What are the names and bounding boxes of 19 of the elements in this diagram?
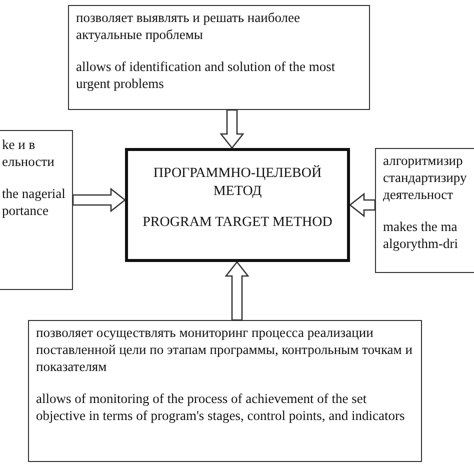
box-text: ke и в ельности — [2, 137, 56, 171]
box-text: PROGRAM TARGET METHOD — [142, 214, 334, 232]
box-text: ПРОГРАММНО-ЦЕЛЕВОЙ МЕТОД — [152, 165, 323, 200]
hollow-arrow — [72, 188, 126, 212]
box-text: позволяет выявлять и решать наиболее актуальные проблемы — [76, 10, 302, 44]
text-box — [68, 5, 370, 110]
box-text: the nagerial portance — [2, 186, 66, 220]
hollow-arrow — [220, 109, 244, 150]
box-text: позволяет осуществлять мониторинг процесса реализации поставленной цели по этапам программы, контрольным точкам и показателям — [36, 325, 414, 376]
hollow-arrow — [348, 192, 376, 218]
box-text: allows of identification and solution of the most urgent problems — [76, 58, 336, 92]
box-text: алгоритмизир стандартизиру деятельност — [383, 153, 468, 204]
text-box — [375, 148, 474, 273]
text-box — [28, 320, 422, 462]
hollow-arrow — [224, 260, 250, 321]
box-text: makes the ma algorythm-dri — [383, 218, 459, 252]
method-box — [125, 148, 350, 262]
text-box — [0, 130, 73, 290]
box-text: allows of monitoring of the process of achievement of the set objective in terms of program's stages, control points, and indicators — [36, 390, 406, 424]
